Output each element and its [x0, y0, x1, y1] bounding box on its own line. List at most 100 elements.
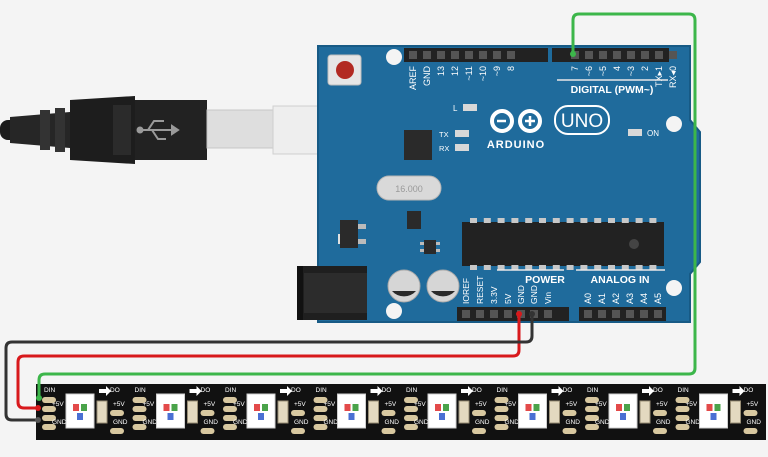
din-label: DIN	[587, 387, 599, 394]
mounting-hole	[666, 116, 682, 132]
din-label: DIN	[316, 387, 328, 394]
analog-pin-label: A1	[597, 293, 607, 304]
digital-pin[interactable]	[479, 51, 487, 59]
power-pin-label: 3.3V	[489, 286, 499, 304]
analog-pin[interactable]	[640, 310, 648, 318]
din-label: DIN	[678, 387, 690, 394]
analog-pin-label: A4	[639, 293, 649, 304]
do-label: DO	[110, 387, 120, 394]
digital-pin-label: ~3	[626, 66, 636, 76]
digital-pin[interactable]	[627, 51, 635, 59]
gnd-label: GND	[233, 419, 248, 426]
smd-component	[407, 211, 421, 229]
arrow-right-icon	[732, 386, 745, 396]
power-pin[interactable]	[544, 310, 552, 318]
uno-label: UNO	[561, 111, 603, 132]
analog-pin-label: A3	[625, 293, 635, 304]
din-label: DIN	[406, 387, 418, 394]
wire-gnd-black[interactable]	[4, 314, 534, 422]
uno-badge	[554, 105, 610, 135]
plus5v-label: +5V	[475, 401, 487, 408]
digital-pin[interactable]	[655, 51, 663, 59]
digital-pin[interactable]	[613, 51, 621, 59]
power-pin[interactable]	[476, 310, 484, 318]
plus5v-label: +5V	[595, 401, 607, 408]
analog-pin[interactable]	[654, 310, 662, 318]
wire-5v-red[interactable]	[16, 314, 521, 410]
digital-pin-label: 12	[450, 66, 460, 76]
plus5v-label: +5V	[566, 401, 578, 408]
plus5v-label: +5V	[747, 401, 759, 408]
digital-pin[interactable]	[409, 51, 417, 59]
digital-pin-label: 8	[506, 66, 516, 71]
reset-button[interactable]	[327, 54, 362, 86]
digital-pin[interactable]	[493, 51, 501, 59]
analog-pin[interactable]	[598, 310, 606, 318]
led-l-label: L	[453, 104, 458, 113]
digital-pin[interactable]	[465, 51, 473, 59]
analog-pin-label: A2	[611, 293, 621, 304]
din-label: DIN	[44, 387, 56, 394]
do-label: DO	[472, 387, 482, 394]
wire-data-green[interactable]	[37, 12, 697, 398]
gnd-label: GND	[505, 419, 520, 426]
digital-pin[interactable]	[507, 51, 515, 59]
din-label: DIN	[497, 387, 509, 394]
led-rx-label: RX	[439, 144, 449, 153]
digital-label: DIGITAL (PWM~)	[571, 84, 654, 96]
led-rx	[455, 144, 469, 151]
power-pin[interactable]	[490, 310, 498, 318]
arrow-right-icon	[551, 386, 564, 396]
gnd-label: GND	[475, 419, 490, 426]
analog-pin[interactable]	[626, 310, 634, 318]
analog-pin-label: A0	[583, 293, 593, 304]
power-pin-label: GND	[516, 285, 526, 304]
digital-pin-label: GND	[422, 66, 432, 87]
digital-pin[interactable]	[437, 51, 445, 59]
analog-pin[interactable]	[584, 310, 592, 318]
digital-pin-label: ~11	[464, 66, 474, 81]
atmega-chip	[462, 218, 664, 270]
dc-power-jack[interactable]	[297, 266, 367, 320]
do-label: DO	[291, 387, 301, 394]
transistor	[420, 240, 440, 254]
usb-cable[interactable]	[0, 96, 366, 164]
arduino-infinity-icon	[490, 109, 542, 133]
gnd-label: GND	[143, 419, 158, 426]
analog-pin[interactable]	[612, 310, 620, 318]
gnd-label: GND	[566, 419, 581, 426]
usb-chip	[404, 130, 432, 160]
digital-pin[interactable]	[423, 51, 431, 59]
digital-pin-label: ~9	[492, 66, 502, 76]
power-pin-label: Vin	[543, 292, 553, 304]
power-pin-label: 5V	[503, 293, 513, 304]
digital-pin[interactable]	[451, 51, 459, 59]
gnd-label: GND	[324, 419, 339, 426]
power-pin[interactable]	[462, 310, 470, 318]
arrow-right-icon	[99, 386, 111, 396]
led-tx-label: TX	[439, 130, 449, 139]
plus5v-label: +5V	[385, 401, 397, 408]
digital-pin[interactable]	[585, 51, 593, 59]
digital-pin-label: 7	[570, 66, 580, 71]
digital-pin[interactable]	[641, 51, 649, 59]
digital-pin-label: AREF	[408, 66, 418, 91]
gnd-label: GND	[204, 419, 219, 426]
digital-pin[interactable]	[599, 51, 607, 59]
do-label: DO	[744, 387, 754, 394]
led-strip[interactable]: DIN+5VGNDDO+5VGNDDIN+5VGNDDO+5VGNDDIN+5V…	[36, 384, 766, 440]
power-pin[interactable]	[504, 310, 512, 318]
digital-pin[interactable]	[669, 51, 677, 59]
din-label: DIN	[135, 387, 147, 394]
digital-pin-label: 13	[436, 66, 446, 76]
